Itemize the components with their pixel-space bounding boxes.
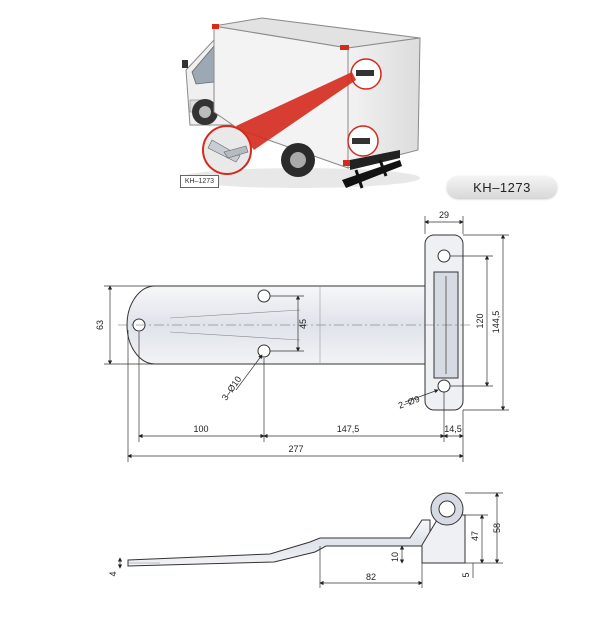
dim-hole-spacing: 45 — [298, 319, 308, 329]
hinge-side-view — [127, 492, 466, 567]
dim-len-c: 14,5 — [444, 424, 462, 434]
top-view-dimensions — [104, 216, 509, 462]
dim-len-total: 277 — [288, 444, 303, 454]
dim-holes-leaf: 2–Ø9 — [397, 394, 421, 411]
dim-left-height: 63 — [95, 320, 105, 330]
dim-total-height: 144,5 — [491, 311, 501, 334]
hinge-top-view — [118, 234, 470, 411]
dim-side-length: 82 — [366, 572, 376, 582]
dim-side-thickness: 4 — [108, 571, 118, 576]
dim-side-offset: 10 — [390, 552, 400, 562]
dim-side-total-height: 58 — [492, 523, 502, 533]
dim-side-bottom: 5 — [461, 572, 471, 577]
dim-len-b: 147,5 — [337, 424, 360, 434]
dim-pin-length: 120 — [475, 313, 485, 328]
dim-len-a: 100 — [193, 424, 208, 434]
truck-illustration — [180, 17, 421, 189]
dim-top-width: 29 — [439, 210, 449, 220]
dim-holes-small: 3–Ø10 — [220, 374, 244, 402]
side-view-dimensions — [117, 492, 503, 588]
dim-side-leaf-height: 47 — [470, 531, 480, 541]
inset-code-label: KH–1273 — [180, 175, 219, 188]
product-code-badge: KH–1273 — [447, 176, 557, 198]
